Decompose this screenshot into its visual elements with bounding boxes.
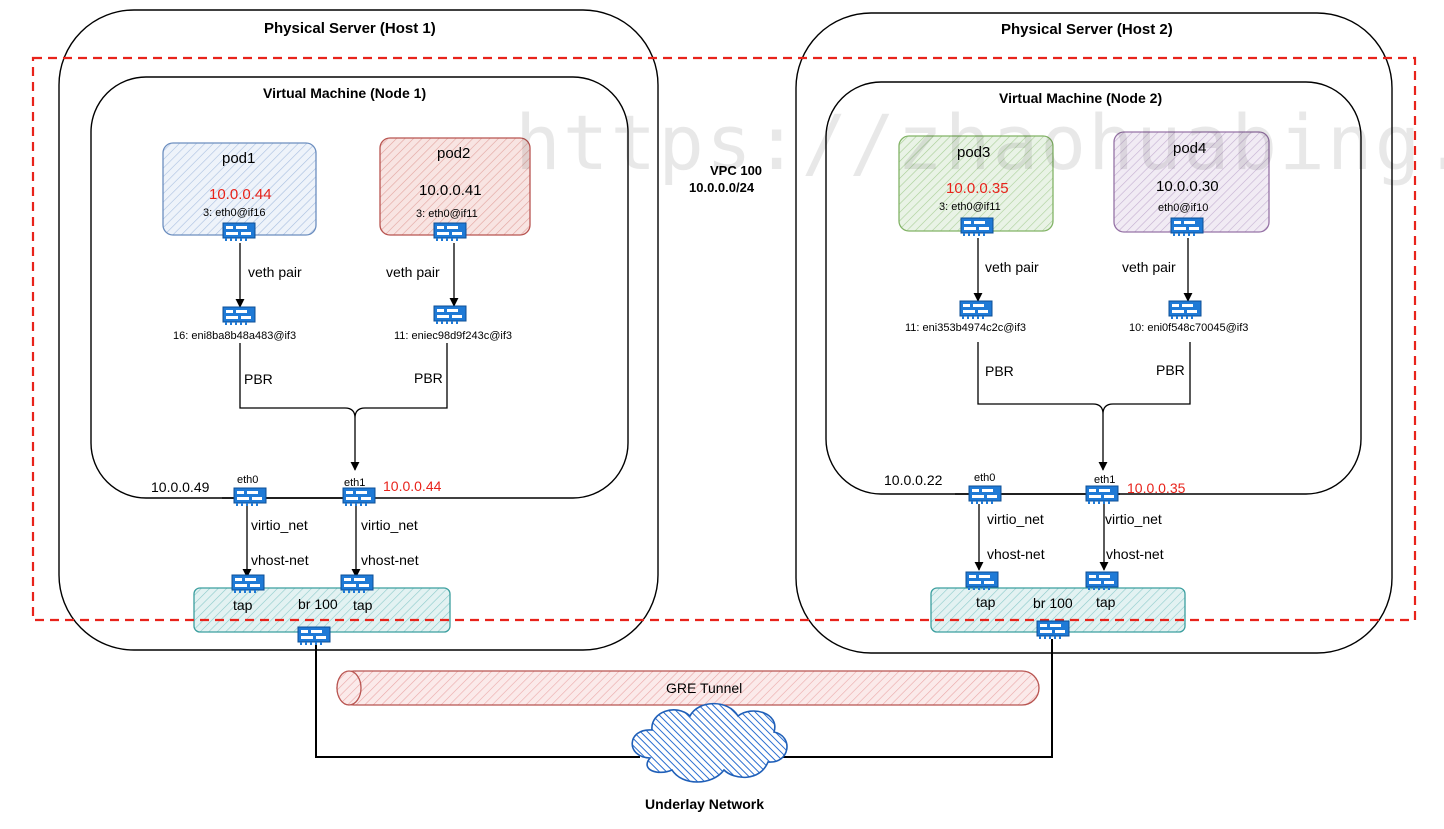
vpc-border (31, 56, 1417, 622)
pod1-name: pod1 (222, 150, 256, 167)
pod1-ip: 10.0.0.44 (209, 186, 272, 203)
node2-eth1-label: eth1 (1094, 474, 1116, 486)
node1-eth0-nic-icon (233, 487, 267, 512)
host1-title: Physical Server (Host 1) (264, 20, 436, 37)
node1-eth1-ip: 10.0.0.44 (383, 478, 442, 494)
node1-bridge-label: br 100 (298, 596, 338, 612)
pod1-peer-nic-icon (222, 306, 256, 331)
pod1-iface: 3: eth0@if16 (203, 207, 266, 219)
node2-vhost-eth0: vhost-net (987, 546, 1045, 562)
underlay-link-host2 (775, 639, 1053, 758)
node2-eth1-ip: 10.0.0.35 (1127, 480, 1186, 496)
gre-tunnel (336, 670, 1040, 706)
pod2-ip: 10.0.0.41 (419, 182, 482, 199)
host1-box (58, 9, 659, 651)
pod4-nic-icon (1170, 217, 1204, 242)
pod1-peer-iface: 16: eni8ba8b48a483@if3 (173, 330, 297, 342)
node2-tap0-label: tap (976, 594, 996, 610)
pod4-name: pod4 (1173, 140, 1207, 157)
node1-eth0-ip: 10.0.0.49 (151, 479, 210, 495)
pod3-name: pod3 (957, 144, 991, 161)
node1-vhost-eth0: vhost-net (251, 552, 309, 568)
node2-eth0-label: eth0 (974, 472, 996, 484)
cloud-icon (631, 702, 788, 783)
node2-bridge-label: br 100 (1033, 595, 1073, 611)
node2-tap0-nic-icon (965, 571, 999, 596)
node1-tap0-label: tap (233, 597, 253, 613)
pod4-veth-label: veth pair (1122, 259, 1176, 275)
node2-eth0-nic-icon (968, 485, 1002, 510)
node1-vhost-eth1: vhost-net (361, 552, 419, 568)
node1-virtio-eth0: virtio_net (251, 517, 308, 533)
node1-eth0-label: eth0 (237, 474, 259, 486)
pod3-peer-iface: 11: eni353b4974c2c@if3 (905, 322, 1027, 334)
vm1-title: Virtual Machine (Node 1) (263, 85, 427, 101)
node1-eth1-nic-icon (342, 487, 376, 512)
pod3-ip: 10.0.0.35 (946, 180, 1009, 197)
pod2-pbr-label: PBR (414, 370, 443, 386)
pod3-nic-icon (960, 217, 994, 242)
pod1-veth-label: veth pair (248, 264, 302, 280)
node1-tap1-nic-icon (340, 574, 374, 599)
pod3-iface: 3: eth0@if11 (939, 201, 1001, 213)
node2-virtio-eth0: virtio_net (987, 511, 1044, 527)
watermark: https://zhaohuabing.com (515, 98, 1444, 187)
pod2-peer-nic-icon (433, 305, 467, 330)
pod4-peer-nic-icon (1168, 300, 1202, 325)
pod3-pbr-label: PBR (985, 363, 1014, 379)
pod4-iface: eth0@if10 (1158, 202, 1209, 214)
host2-title: Physical Server (Host 2) (1001, 21, 1173, 38)
node1-eth1-label: eth1 (344, 477, 366, 489)
pod3-veth-label: veth pair (985, 259, 1039, 275)
node1-tap1-label: tap (353, 597, 373, 613)
pod1-nic-icon (222, 222, 256, 247)
host2-box (795, 12, 1393, 654)
host2-uplink-nic-icon (1036, 620, 1070, 645)
node1-tap0-nic-icon (231, 574, 265, 599)
underlay-link-host1 (315, 643, 640, 758)
pod4-pbr-label: PBR (1156, 362, 1185, 378)
pod2-veth-label: veth pair (386, 264, 440, 280)
node2-eth1-nic-icon (1085, 485, 1119, 510)
pod2-name: pod2 (437, 145, 471, 162)
node2-vhost-eth1: vhost-net (1106, 546, 1164, 562)
node2-tap1-nic-icon (1085, 571, 1119, 596)
underlay-network-label: Underlay Network (645, 796, 765, 812)
pod2-peer-iface: 11: eniec98d9f243c@if3 (394, 330, 512, 342)
vpc-cidr: 10.0.0.0/24 (689, 180, 755, 195)
pod1-pbr-label: PBR (244, 371, 273, 387)
gre-tunnel-label: GRE Tunnel (666, 680, 743, 696)
host1-uplink-nic-icon (297, 626, 331, 651)
pod3-peer-nic-icon (959, 300, 993, 325)
node2-eth0-ip: 10.0.0.22 (884, 472, 943, 488)
vm2-title: Virtual Machine (Node 2) (999, 90, 1163, 106)
node1-virtio-eth1: virtio_net (361, 517, 418, 533)
pod2-nic-icon (433, 222, 467, 247)
node2-tap1-label: tap (1096, 594, 1116, 610)
pod2-iface: 3: eth0@if11 (416, 208, 478, 220)
pod4-peer-iface: 10: eni0f548c70045@if3 (1129, 322, 1249, 334)
node2-virtio-eth1: virtio_net (1105, 511, 1162, 527)
vpc-name: VPC 100 (710, 163, 763, 178)
pod4-ip: 10.0.0.30 (1156, 178, 1219, 195)
